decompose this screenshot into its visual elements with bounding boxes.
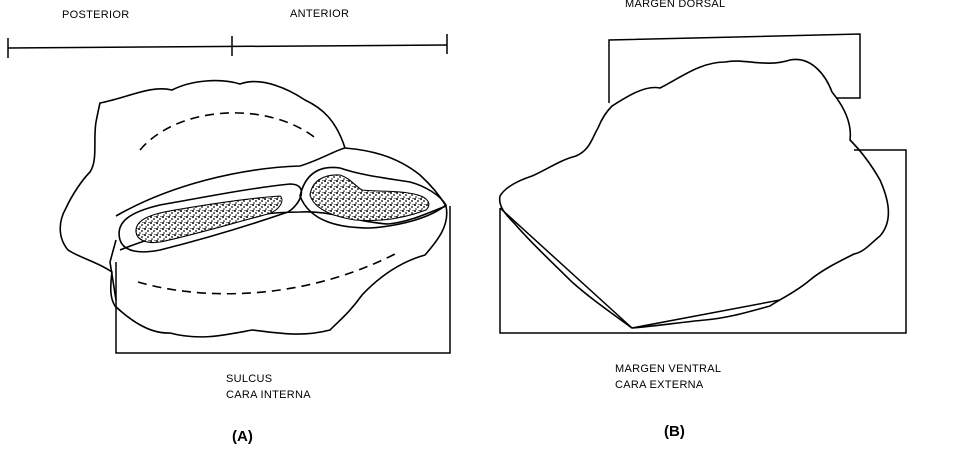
- inner-face-label: CARA INTERNA: [226, 388, 311, 403]
- dorsal-margin-label: MARGEN DORSAL: [625, 0, 725, 12]
- panel-b-label: (B): [664, 423, 685, 440]
- otolith-outer-face: [500, 59, 889, 328]
- posterior-anterior-scale-bar: [8, 34, 447, 58]
- sulcus-label: SULCUS: [226, 372, 272, 387]
- dorsal-margin-box: [609, 34, 860, 103]
- ventral-margin-box: [500, 150, 906, 333]
- anterior-label: ANTERIOR: [290, 7, 349, 22]
- outer-face-label: CARA EXTERNA: [615, 378, 704, 393]
- posterior-label: POSTERIOR: [62, 8, 130, 23]
- ventral-margin-label: MARGEN VENTRAL: [615, 362, 721, 377]
- panel-a-label: (A): [232, 428, 253, 445]
